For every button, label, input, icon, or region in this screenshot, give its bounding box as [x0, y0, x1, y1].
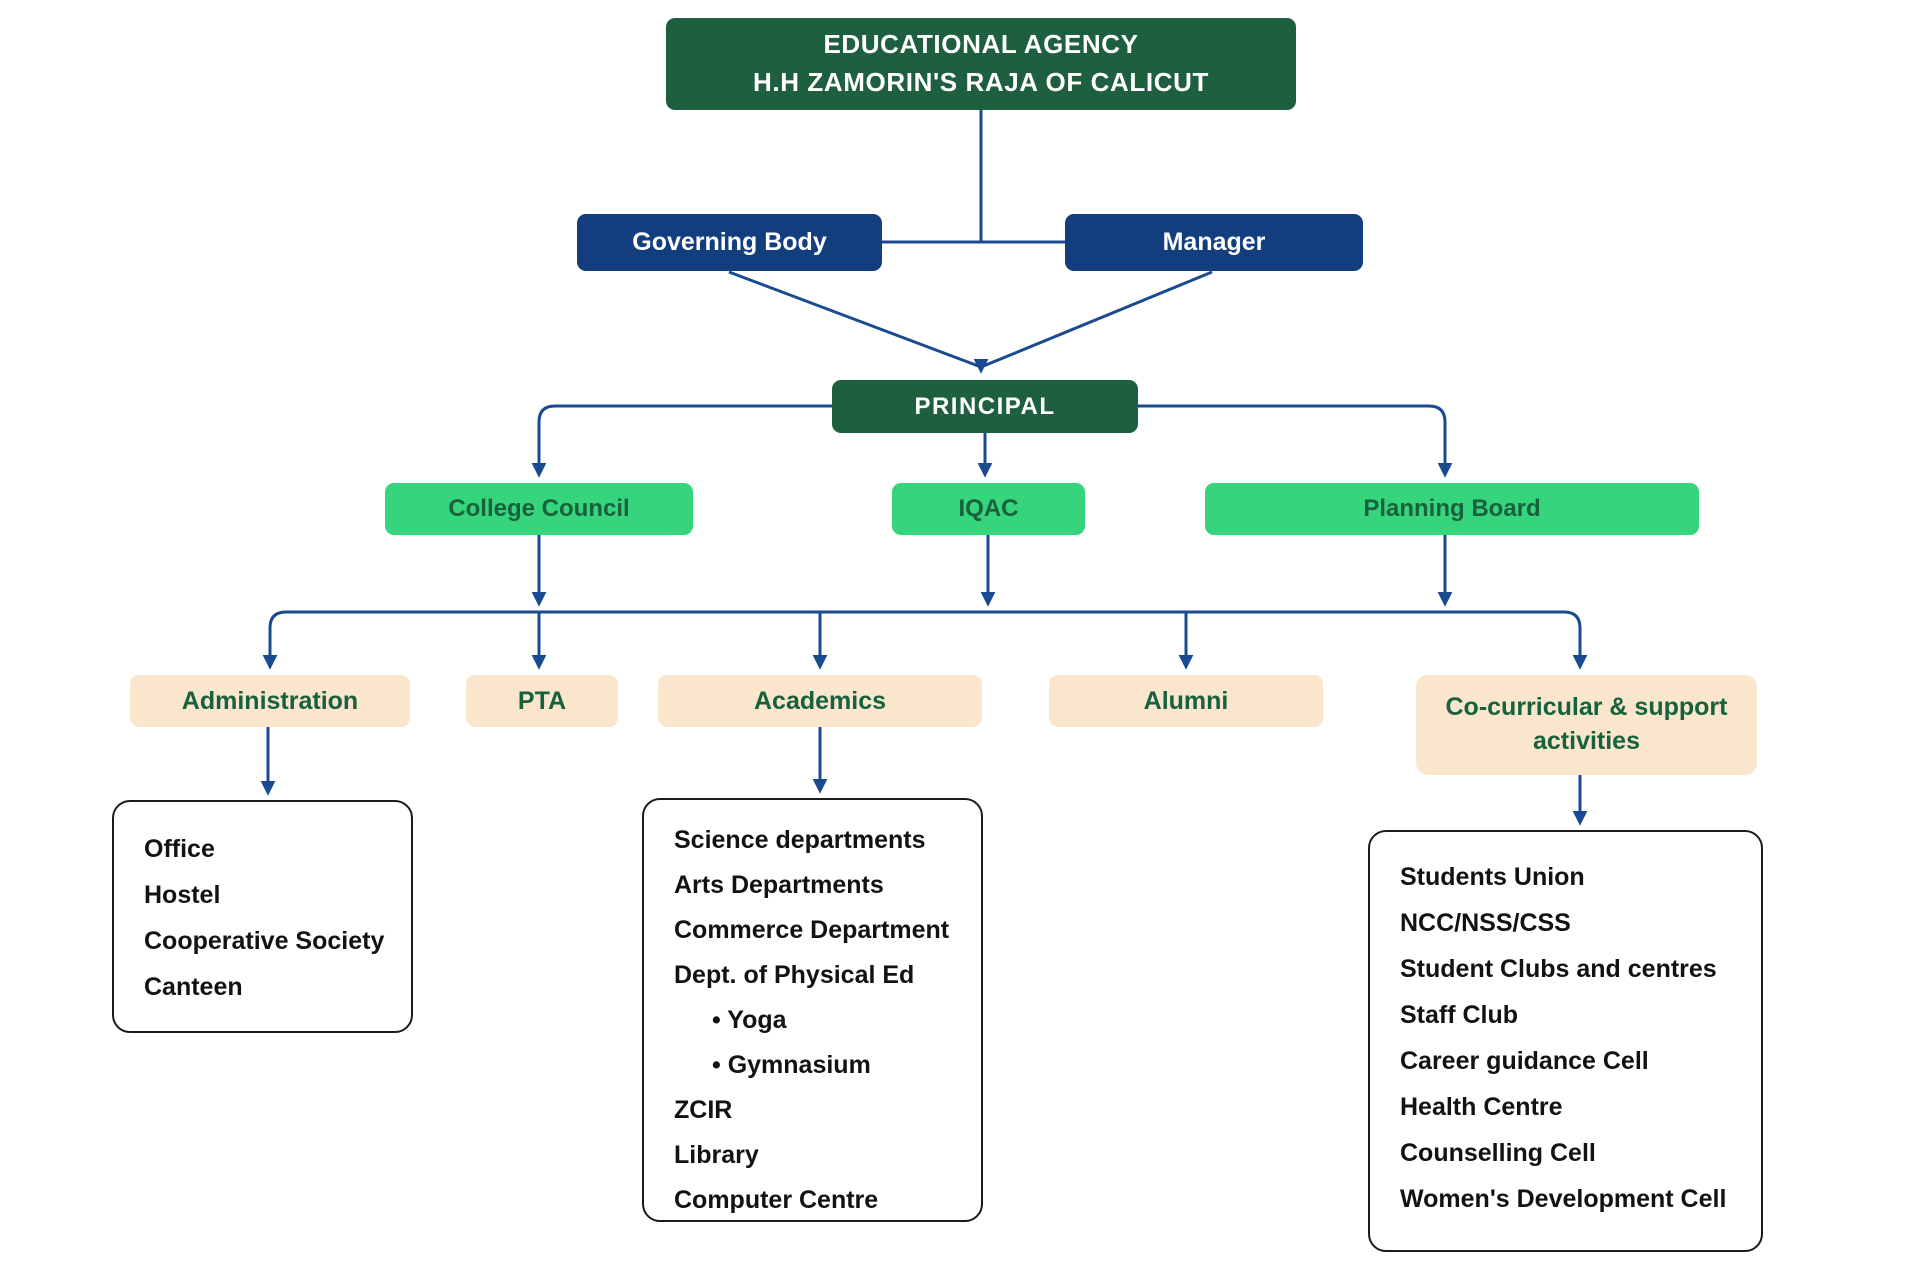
college-council-label: College Council: [448, 495, 630, 522]
principal-label: PRINCIPAL: [914, 392, 1056, 420]
list-item: Science departments: [674, 826, 926, 854]
list-item: Computer Centre: [674, 1186, 879, 1214]
list-item: ZCIR: [674, 1096, 733, 1124]
agency-title-line1: EDUCATIONAL AGENCY: [823, 29, 1139, 60]
alumni-box: Alumni: [1049, 675, 1323, 727]
agency-title-line2: H.H ZAMORIN'S RAJA OF CALICUT: [753, 67, 1209, 97]
list-item: • Yoga: [712, 1006, 787, 1034]
academics-label: Academics: [753, 686, 887, 715]
cocurricular-label: Co-curricular & support activities: [1445, 693, 1728, 755]
iqac-label: IQAC: [958, 495, 1019, 522]
manager-label: Manager: [1162, 228, 1266, 256]
list-item: Cooperative Society: [144, 927, 385, 955]
academics-list-box: Science departments Arts Departments Com…: [642, 798, 983, 1222]
list-item: • Gymnasium: [712, 1051, 871, 1079]
list-item: Dept. of Physical Ed: [674, 961, 915, 989]
administration-box: Administration: [130, 675, 410, 727]
wire-to-administration: [262, 610, 287, 670]
academics-box: Academics: [658, 675, 982, 727]
list-item: Commerce Department: [674, 916, 950, 944]
principal-box: PRINCIPAL: [832, 380, 1138, 433]
iqac-box: IQAC: [892, 483, 1085, 535]
list-item: Hostel: [144, 881, 221, 909]
wire-principal-college-council: [531, 404, 832, 478]
pta-label: PTA: [517, 686, 567, 715]
list-item: Canteen: [144, 973, 243, 1001]
list-item: Counselling Cell: [1400, 1139, 1596, 1167]
wire-governing-principal: [728, 270, 982, 369]
educational-agency-box: EDUCATIONAL AGENCY H.H ZAMORIN'S RAJA OF…: [666, 18, 1296, 110]
alumni-label: Alumni: [1143, 686, 1229, 715]
cocurricular-box: Co-curricular & support activities: [1416, 675, 1757, 775]
wire-manager-principal: [980, 270, 1213, 369]
cocurricular-list-box: Students Union NCC/NSS/CSS Student Clubs…: [1368, 830, 1763, 1252]
manager-box: Manager: [1065, 214, 1363, 271]
administration-list: Office Hostel Cooperative Society Cantee…: [144, 826, 411, 1010]
list-item: Women's Development Cell: [1400, 1185, 1727, 1213]
list-item: Student Clubs and centres: [1400, 955, 1717, 983]
list-item: Office: [144, 835, 215, 863]
list-item: Health Centre: [1400, 1093, 1563, 1121]
administration-list-box: Office Hostel Cooperative Society Cantee…: [112, 800, 413, 1033]
list-item: Students Union: [1400, 863, 1585, 891]
list-item: Library: [674, 1141, 759, 1169]
list-item: Arts Departments: [674, 871, 884, 899]
planning-board-box: Planning Board: [1205, 483, 1699, 535]
list-item: Staff Club: [1400, 1001, 1519, 1029]
administration-label: Administration: [181, 686, 359, 715]
governing-body-box: Governing Body: [577, 214, 882, 271]
wire-to-cocurricular: [1563, 610, 1588, 670]
academics-list: Science departments Arts Departments Com…: [674, 818, 981, 1223]
college-council-box: College Council: [385, 483, 693, 535]
list-item: Career guidance Cell: [1400, 1047, 1649, 1075]
pta-box: PTA: [466, 675, 618, 727]
planning-board-label: Planning Board: [1363, 495, 1541, 522]
list-item: NCC/NSS/CSS: [1400, 909, 1571, 937]
wire-principal-planning-board: [1138, 404, 1453, 478]
governing-body-label: Governing Body: [632, 228, 827, 256]
cocurricular-list: Students Union NCC/NSS/CSS Student Clubs…: [1400, 854, 1761, 1222]
